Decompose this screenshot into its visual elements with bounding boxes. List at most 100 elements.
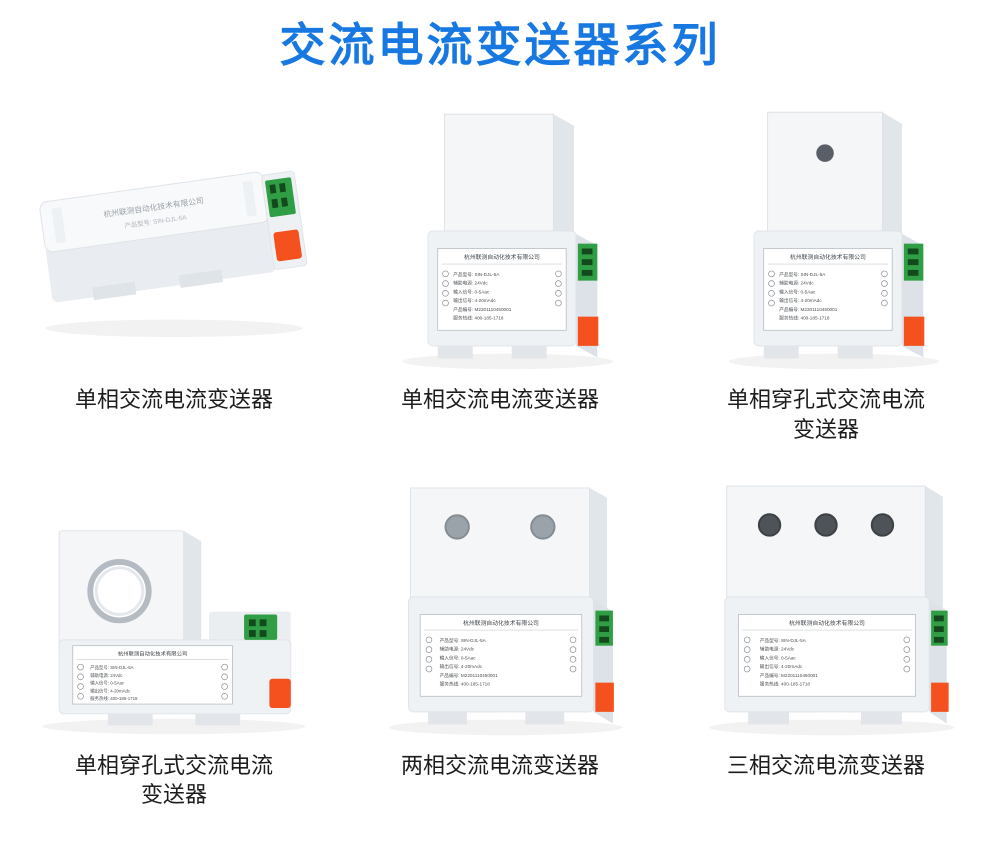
green-terminal	[577, 243, 598, 281]
company-text: 杭州联测自动化技术有限公司	[789, 619, 865, 627]
company-text: 杭州联测自动化技术有限公司	[464, 253, 540, 261]
spec-text: 辅助电源: 24Vdc	[90, 671, 123, 678]
spec-text: 产品型号: SIN-DJL-5A	[779, 271, 826, 278]
green-terminal	[265, 177, 296, 218]
din-foot	[837, 346, 873, 359]
spec-text: 服务热线: 400-185-1718	[779, 315, 830, 322]
din-foot	[763, 346, 799, 359]
spec-text: 输出信号: 4-20mAdc	[440, 663, 483, 670]
spec-text: 产品型号: SIN-DJL-5A	[453, 271, 500, 278]
spec-text: 产品型号: SIN-DJL-5A	[90, 664, 133, 671]
din-foot	[107, 713, 153, 726]
through-hole	[530, 513, 556, 540]
caption-line: 三相交流电流变送器	[726, 752, 925, 778]
through-hole	[814, 512, 838, 537]
spec-text: 输入信号: 0-5Aac	[440, 654, 477, 661]
terminal-number-markers	[425, 636, 577, 672]
caption-line: 单相交流电流变送器	[400, 387, 599, 413]
terminal-number-markers	[768, 270, 888, 307]
through-hole	[816, 144, 834, 163]
company-text: 杭州联测自动化技术有限公司	[463, 619, 539, 627]
transformer-box	[58, 529, 202, 661]
spec-text: 产品型号: SIN-DJL-5A	[440, 636, 487, 643]
product-card: 杭州联测自动化技术有限公司 产品型号: SIN-DJL-5A 辅助电源: 24V…	[340, 79, 660, 444]
spec-text: 辅助电源: 24Vdc	[453, 280, 488, 287]
page-title: 交流电流变送器系列	[279, 19, 721, 71]
shadow	[728, 353, 939, 370]
shadow	[709, 719, 955, 735]
spec-text: 输出信号: 4-20mAdc	[779, 297, 822, 304]
module-body	[39, 171, 276, 303]
spec-text: 输出信号: 4-20mAdc	[90, 687, 131, 694]
din-foot	[195, 713, 241, 726]
orange-clip	[595, 682, 614, 712]
product-image-wrap: 杭州联测自动化技术有限公司 产品型号: SIN-DJL-5A 辅助电源: 24V…	[666, 445, 986, 743]
caption-line: 单相穿孔式交流电流	[74, 752, 273, 778]
terminal-number-markers	[442, 270, 562, 307]
terminal-number-markers	[77, 663, 228, 700]
product-image-single-phase-vertical: 杭州联测自动化技术有限公司 产品型号: SIN-DJL-5A 辅助电源: 24V…	[402, 113, 613, 370]
din-foot	[92, 281, 137, 301]
caption-line: 变送器	[140, 782, 207, 808]
spec-text: 产品编号: M2201110450001	[779, 306, 837, 313]
shadow	[402, 353, 613, 370]
caption-line: 变送器	[792, 416, 859, 442]
din-foot	[748, 711, 790, 725]
transformer-box	[444, 113, 574, 248]
spec-text: 产品编号: M2201110450001	[453, 306, 511, 313]
product-caption: 两相交流电流变送器	[401, 743, 599, 809]
spec-text: 输入信号: 0-5Aac	[453, 288, 490, 295]
din-foot	[511, 346, 547, 359]
product-caption: 三相交流电流变送器	[727, 743, 925, 809]
spec-text: 辅助电源: 24Vdc	[779, 280, 814, 287]
spec-label: 杭州联测自动化技术有限公司 产品型号: SIN-DJL-5A 辅助电源: 24V…	[419, 613, 583, 697]
spec-text: 服务热线: 400-185-1718	[90, 695, 138, 702]
product-image-single-phase-din: 杭州联测自动化技术有限公司 产品型号: SIN-DJL-5A	[39, 171, 308, 338]
product-image-wrap: 杭州联测自动化技术有限公司 产品型号: SIN-DJL-5A 辅助电源: 24V…	[340, 79, 660, 377]
green-terminal	[244, 614, 278, 640]
product-card: 杭州联测自动化技术有限公司 产品型号: SIN-DJL-5A 辅助电源: 24V…	[666, 445, 986, 810]
orange-clip	[269, 678, 291, 708]
din-foot	[861, 711, 902, 725]
din-foot	[427, 711, 467, 725]
spec-text: 输入信号: 0-5Aac	[779, 288, 816, 295]
product-image-wrap: 杭州联测自动化技术有限公司 产品型号: SIN-DJL-5A 辅助电源: 24V…	[14, 445, 334, 743]
orange-clip	[931, 682, 949, 712]
spec-text: 输入信号: 0-5Aac	[760, 654, 797, 661]
terminal-number-markers	[743, 636, 911, 672]
shadow	[45, 319, 303, 338]
spec-text: 辅助电源: 24Vdc	[440, 645, 475, 652]
product-image-through-hole-horizontal: 杭州联测自动化技术有限公司 产品型号: SIN-DJL-5A 辅助电源: 24V…	[42, 529, 306, 734]
transformer-box	[726, 485, 943, 610]
din-foot	[437, 346, 473, 359]
green-terminal	[595, 610, 613, 646]
product-caption: 单相交流电流变送器	[401, 377, 599, 443]
spec-text: 输入信号: 0-5Aac	[90, 679, 125, 686]
product-image-three-phase: 杭州联测自动化技术有限公司 产品型号: SIN-DJL-5A 辅助电源: 24V…	[709, 485, 955, 735]
product-caption: 单相穿孔式交流电流 变送器	[727, 377, 925, 444]
product-card: 杭州联测自动化技术有限公司 产品型号: SIN-DJL-5A 辅助电源: 24V…	[340, 445, 660, 810]
product-image-single-phase-through-hole: 杭州联测自动化技术有限公司 产品型号: SIN-DJL-5A 辅助电源: 24V…	[728, 111, 939, 370]
company-text: 杭州联测自动化技术有限公司	[790, 253, 866, 261]
through-hole	[87, 558, 152, 623]
green-terminal	[903, 243, 924, 281]
caption-line: 单相交流电流变送器	[74, 387, 273, 413]
company-text: 杭州联测自动化技术有限公司	[118, 649, 187, 657]
caption-line: 两相交流电流变送器	[400, 752, 599, 778]
shadow	[389, 719, 623, 735]
din-foot	[178, 269, 224, 289]
product-image-wrap: 杭州联测自动化技术有限公司 产品型号: SIN-DJL-5A 辅助电源: 24V…	[666, 79, 986, 377]
product-image-wrap: 杭州联测自动化技术有限公司 产品型号: SIN-DJL-5A	[14, 79, 334, 377]
through-hole	[757, 512, 782, 537]
spec-text: 产品编号: M2201110450001	[440, 671, 498, 678]
orange-clip	[273, 229, 302, 262]
product-caption: 单相穿孔式交流电流 变送器	[75, 743, 273, 810]
product-card: 杭州联测自动化技术有限公司 产品型号: SIN-DJL-5A	[14, 79, 334, 444]
din-foot	[525, 711, 565, 725]
product-image-two-phase: 杭州联测自动化技术有限公司 产品型号: SIN-DJL-5A 辅助电源: 24V…	[389, 487, 623, 735]
spec-text: 服务热线: 400-185-1718	[453, 315, 504, 322]
spec-label: 杭州联测自动化技术有限公司 产品型号: SIN-DJL-5A 辅助电源: 24V…	[72, 644, 233, 705]
spec-text: 辅助电源: 24Vdc	[760, 645, 795, 652]
spec-text: 输出信号: 4-20mAdc	[760, 663, 803, 670]
